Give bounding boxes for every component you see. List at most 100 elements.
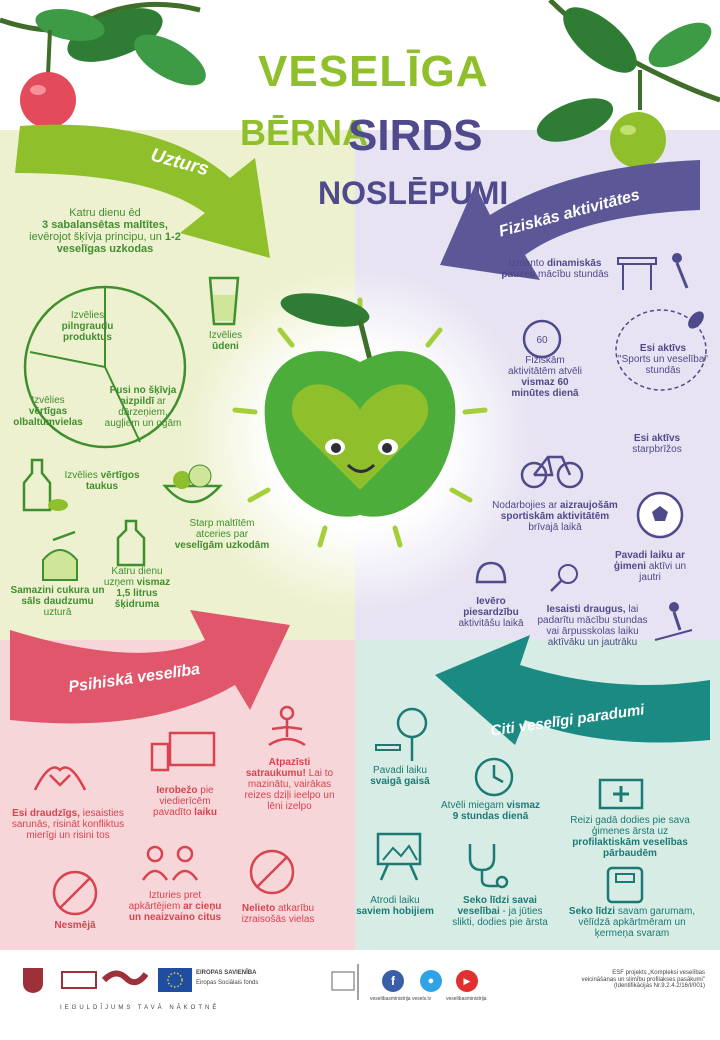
sleep-bold: vismaz 9 stundas dienā xyxy=(452,800,540,822)
sugar-bold: Samazini cukura un sāls daudzumu xyxy=(10,585,105,607)
tree-bench-icon xyxy=(375,707,428,761)
footer: EIROPAS SAVIENĪBA Eiropas Sociālais fond… xyxy=(0,950,720,1040)
ministry-logo-icon xyxy=(61,971,97,989)
pauses-text: Izmanto dinamiskās pauzes mācību stundās xyxy=(500,258,610,280)
outdoor-bold: svaigā gaisā xyxy=(370,776,430,787)
physical-arrow xyxy=(440,160,700,280)
weight-rest: savam garumam, vēlīdzā apkārtmēram un ķe… xyxy=(578,906,696,939)
friends-rest: lai padarītu mācību stundas vai ārpussko… xyxy=(537,604,648,648)
helmet-icon xyxy=(475,561,507,584)
green-apple-branch-icon xyxy=(536,0,720,168)
limit-bold: Ierobežo xyxy=(156,785,198,796)
desk-stretch-icon xyxy=(617,253,689,290)
holding-hands-icon xyxy=(33,766,87,791)
intro-mid: ievērojot šķīvja principu, un xyxy=(29,231,162,244)
hobbies-bold: saviem hobijiem xyxy=(356,906,434,917)
water-bottle-icon xyxy=(116,519,146,567)
no-laughing-icon xyxy=(52,870,98,916)
sports-hour-bold: Esi aktīvs xyxy=(639,343,687,354)
weight-text: Seko līdzi savam garumam, vēlīdzā apkārt… xyxy=(562,906,702,939)
no-drugs-icon xyxy=(249,849,295,895)
hobbies-pre: Atrodi laiku xyxy=(370,895,420,906)
eu-subtitle: Eiropas Sociālais fonds xyxy=(196,980,259,986)
respect-bold: ar cieņu un neaizvaino citus xyxy=(128,901,222,923)
minutes-bold: vismaz 60 minūtes dienā xyxy=(511,377,579,399)
badminton-icon xyxy=(550,564,578,592)
youtube-icon: ▶ xyxy=(463,976,471,986)
fats-pre: Izvēlies xyxy=(64,470,98,481)
easel-icon xyxy=(376,832,422,881)
snacks-text: Starp maltītēm atceries par veselīgām uz… xyxy=(172,518,272,551)
social-youtube: veselibasministrija xyxy=(446,996,487,1002)
family-text: Pavadi laiku ar ģimeni aktīvi un jautri xyxy=(610,550,690,583)
checkup-pre: Reizi gadā dodies pie sava ģimenes ārsta… xyxy=(570,815,690,837)
pauses-pre: Izmanto xyxy=(508,258,545,269)
sports-hour-text: Esi aktīvs"Sports un veselība" stundās xyxy=(618,343,708,376)
heart-apple-icon xyxy=(232,293,488,548)
clubs-pre: Nodarbojies ar xyxy=(492,500,558,511)
nutrition-arrow xyxy=(15,124,270,258)
people-group-icon xyxy=(141,845,199,881)
sleep-text: Atvēli miegam vismaz 9 stundas dienā xyxy=(438,800,543,822)
screen-device-icon xyxy=(150,731,216,772)
latvia-flag-ribbon-icon xyxy=(102,970,148,986)
sugar-text: Samazini cukura un sāls daudzumu uzturā xyxy=(10,585,105,618)
no-mock-text: Nesmējā xyxy=(35,920,115,931)
protein-pre: Izvēlies xyxy=(31,395,65,406)
title-line2b: SIRDS xyxy=(348,111,483,160)
title-line1: VESELĪGA xyxy=(258,47,489,96)
medical-kit-icon xyxy=(598,778,644,810)
pauses-bold: dinamiskās pauzes xyxy=(501,258,602,280)
skier-icon xyxy=(654,602,693,641)
stopwatch-icon: 60 xyxy=(522,319,562,359)
clock-icon xyxy=(474,757,514,797)
water-glass-icon xyxy=(208,276,240,326)
health-bold: Seko līdzi savai veselībai xyxy=(457,895,537,917)
friendly-text: Esi draudzīgs, iesaisties sarunās, risin… xyxy=(8,808,128,841)
slogan: IEGULDĪJUMS TAVĀ NĀKOTNĒ xyxy=(60,1005,220,1011)
youtube-link[interactable]: ▶ xyxy=(456,970,478,992)
pauses-rest: mācību stundās xyxy=(538,269,609,280)
fats-bold: vērtīgos taukus xyxy=(85,470,140,492)
project-info: ESF projekts „Kompleksi veselības veicin… xyxy=(581,970,705,990)
social-twitter: vesels.lv xyxy=(412,996,432,1002)
pauses-mental-bold: Atpazīsti satraukumu! xyxy=(245,757,311,779)
veg-rest: ar dārzeņiem, augļiem un ogām xyxy=(104,396,182,429)
health-text: Seko līdzi savai veselībai - ja jūties s… xyxy=(450,895,550,928)
breaks-rest: starpbrīžos xyxy=(632,444,682,455)
mental-arrow xyxy=(10,610,290,724)
scale-icon xyxy=(606,866,644,904)
habits-arrow xyxy=(435,635,710,745)
checkup-bold: profilaktiskām veselības pārbaudēm xyxy=(572,837,688,859)
checkup-text: Reizi gadā dodies pie sava ģimenes ārsta… xyxy=(560,815,700,859)
limit-text: Ierobežo pie viedierīcēm pavadīto laiku xyxy=(140,785,230,818)
clubs-rest: brīvajā laikā xyxy=(528,522,582,533)
water-bold: ūdeni xyxy=(212,341,239,352)
bicycle-icon xyxy=(520,455,584,489)
grains-bold: pilngraudu produktus xyxy=(61,321,114,343)
safety-bold: Ievēro piesardzību xyxy=(463,596,519,618)
sports-hour-rest: "Sports un veselība" stundās xyxy=(618,354,708,376)
health-rest: - ja jūties slikti, dodies pie ārsta xyxy=(452,906,548,928)
ssv-logo-icon xyxy=(331,964,359,1000)
facebook-link[interactable]: f xyxy=(382,970,404,992)
protein-bold: vērtīgas olbaltumvielas xyxy=(13,406,83,428)
twitter-link[interactable]: ● xyxy=(420,970,442,992)
snacks-bold: veselīgām uzkodām xyxy=(174,540,270,551)
fruit-bowl-icon xyxy=(162,464,223,504)
friendly-rest: iesaisties sarunās, risināt konfliktus m… xyxy=(11,808,125,841)
svg-text:60: 60 xyxy=(536,335,548,346)
liquid-pre: Katru dienu uzņem xyxy=(103,566,163,588)
soccer-ball-icon xyxy=(636,491,684,539)
title-line2a: BĒRNA xyxy=(240,112,369,153)
sugar-rest: uzturā xyxy=(43,607,72,618)
safety-rest: aktivitāšu laikā xyxy=(458,618,524,629)
stethoscope-icon xyxy=(468,844,509,889)
meditation-icon xyxy=(268,705,306,747)
